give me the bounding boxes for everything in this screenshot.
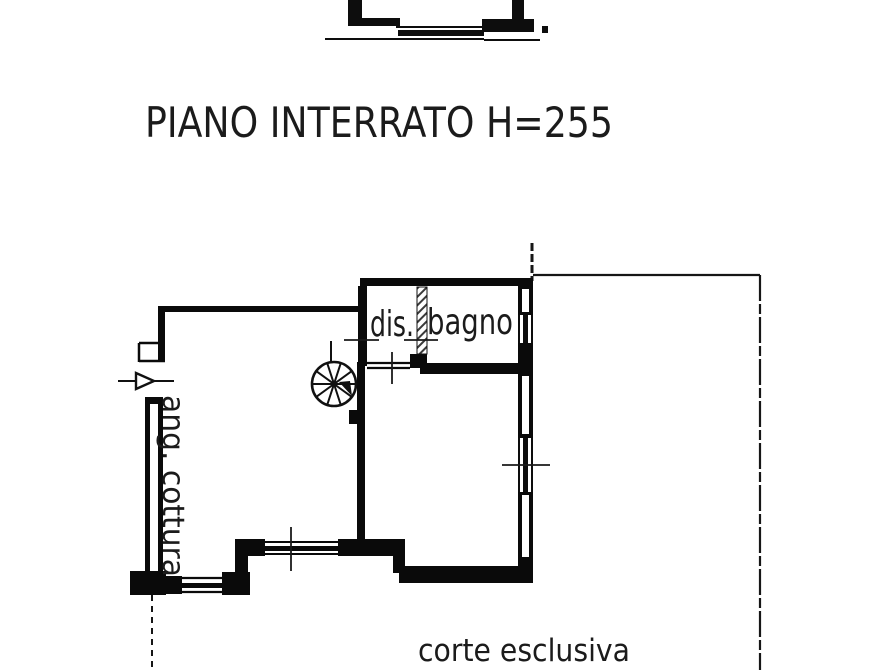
plan-title: PIANO INTERRATO H=255 [145, 98, 613, 147]
upper-floor-fragment [325, 0, 548, 41]
area-label-corte-esclusiva: corte esclusiva [418, 633, 630, 669]
window-bagno-right [518, 315, 533, 343]
room-label-ang-cottura: ang. cottura [155, 395, 190, 577]
room-label-bagno: bagno [427, 302, 513, 343]
stair-direction-arrow-icon [339, 381, 352, 396]
door-centerline-marks [290, 339, 550, 571]
walls [130, 278, 533, 595]
entrance-arrowhead-icon [134, 371, 157, 391]
entrance-arrow [118, 371, 174, 391]
spiral-staircase-icon [310, 341, 358, 408]
room-label-dis: dis. [370, 304, 414, 345]
courtyard-boundary [530, 243, 762, 670]
hatched-partition-wall [416, 286, 428, 355]
